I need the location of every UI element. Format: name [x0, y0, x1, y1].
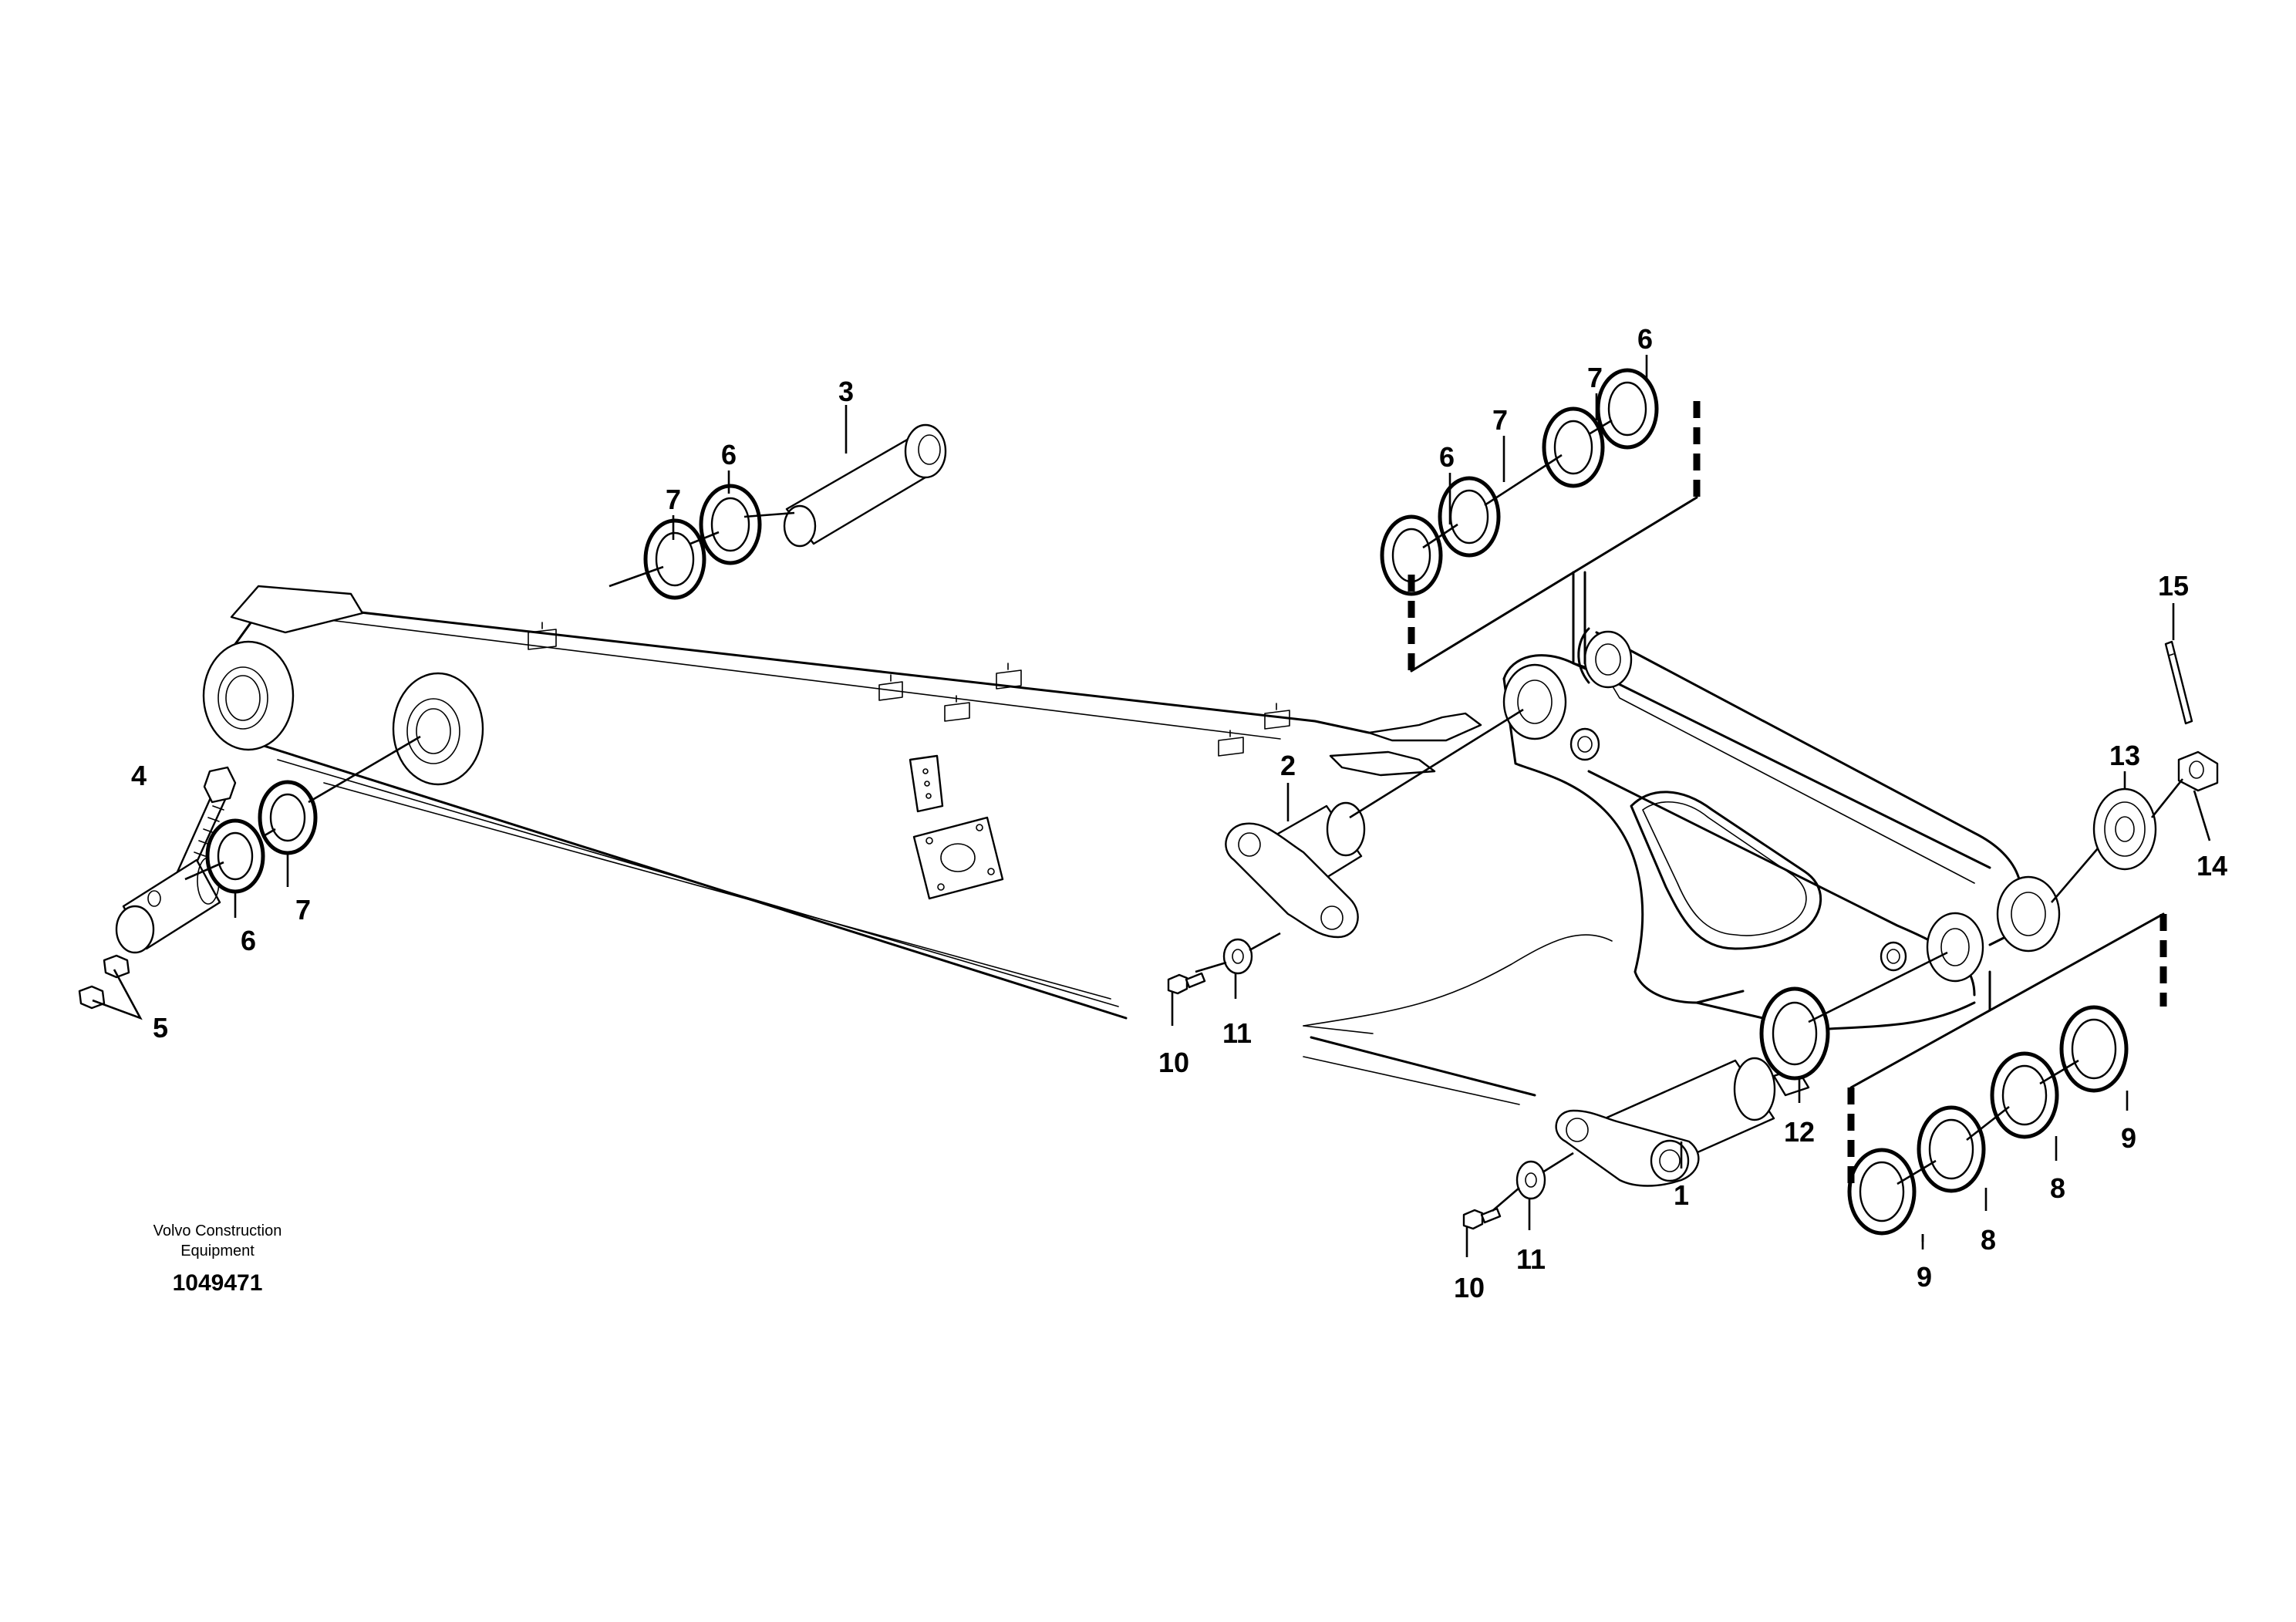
callout-2: 2: [1280, 750, 1296, 781]
callout-1: 1: [1674, 1179, 1689, 1211]
callout-leaders: [92, 355, 2211, 1257]
part-12-bushing: [1759, 986, 1830, 1081]
part-3-pin: [783, 423, 947, 548]
part-1-pin-with-plate: [1555, 1057, 1810, 1187]
callout-10: 10: [1454, 1272, 1485, 1303]
part-14-castle-nut: [2177, 750, 2219, 792]
callout-6: 6: [1439, 441, 1455, 473]
callout-4: 4: [131, 760, 147, 791]
callout-12: 12: [1784, 1116, 1815, 1148]
callout-6: 6: [241, 925, 256, 956]
callout-10: 10: [1158, 1047, 1189, 1078]
caption-block: Volvo Construction Equipment 1049471: [153, 1222, 282, 1296]
caption-company-line1: Volvo Construction: [153, 1222, 282, 1239]
callout-11: 11: [1516, 1243, 1546, 1275]
callout-7: 7: [295, 894, 311, 926]
callout-8: 8: [2050, 1172, 2065, 1204]
part-13-bearing: [2092, 787, 2157, 871]
linkage-bracket: [1303, 627, 2061, 1034]
callout-7: 7: [666, 484, 681, 515]
callout-5: 5: [153, 1012, 168, 1044]
part-10-bolt-b: [1462, 1207, 1502, 1230]
callout-14: 14: [2197, 850, 2227, 882]
callout-11: 11: [1222, 1017, 1252, 1049]
callout-7: 7: [1492, 404, 1508, 436]
callout-9: 9: [2121, 1122, 2136, 1154]
part-11-washer-a: [1222, 938, 1253, 975]
assembly-lines: [184, 419, 2184, 1212]
part-pin-cylinder: [115, 857, 221, 954]
callout-13: 13: [2109, 740, 2140, 771]
callout-7: 7: [1587, 362, 1603, 393]
part-11-washer-b: [1515, 1160, 1546, 1200]
arm-boom-body: [202, 585, 1613, 1105]
shim-group-frame-lower: [1847, 912, 2167, 1184]
callout-6: 6: [721, 439, 737, 470]
part-10-bolt-a: [1167, 972, 1206, 995]
part-15-cotter-pin: [2164, 640, 2193, 725]
callout-labels: 3 7 6 4 6 7 5 6 7 7 6 2 10 11 15 13 14 1…: [131, 323, 2227, 1303]
callout-9: 9: [1917, 1261, 1932, 1293]
callout-6: 6: [1637, 323, 1653, 355]
shim-rings: [205, 368, 2129, 1236]
shim-group-frame-upper: [1408, 401, 1701, 673]
part-2-pin-with-plate: [1225, 801, 1366, 939]
caption-company-line2: Equipment: [180, 1243, 255, 1259]
document-number: 1049471: [173, 1270, 263, 1296]
callout-8: 8: [1981, 1224, 1996, 1256]
part-5-nuts: [78, 954, 130, 1010]
callout-15: 15: [2158, 570, 2189, 602]
callout-3: 3: [838, 376, 854, 407]
